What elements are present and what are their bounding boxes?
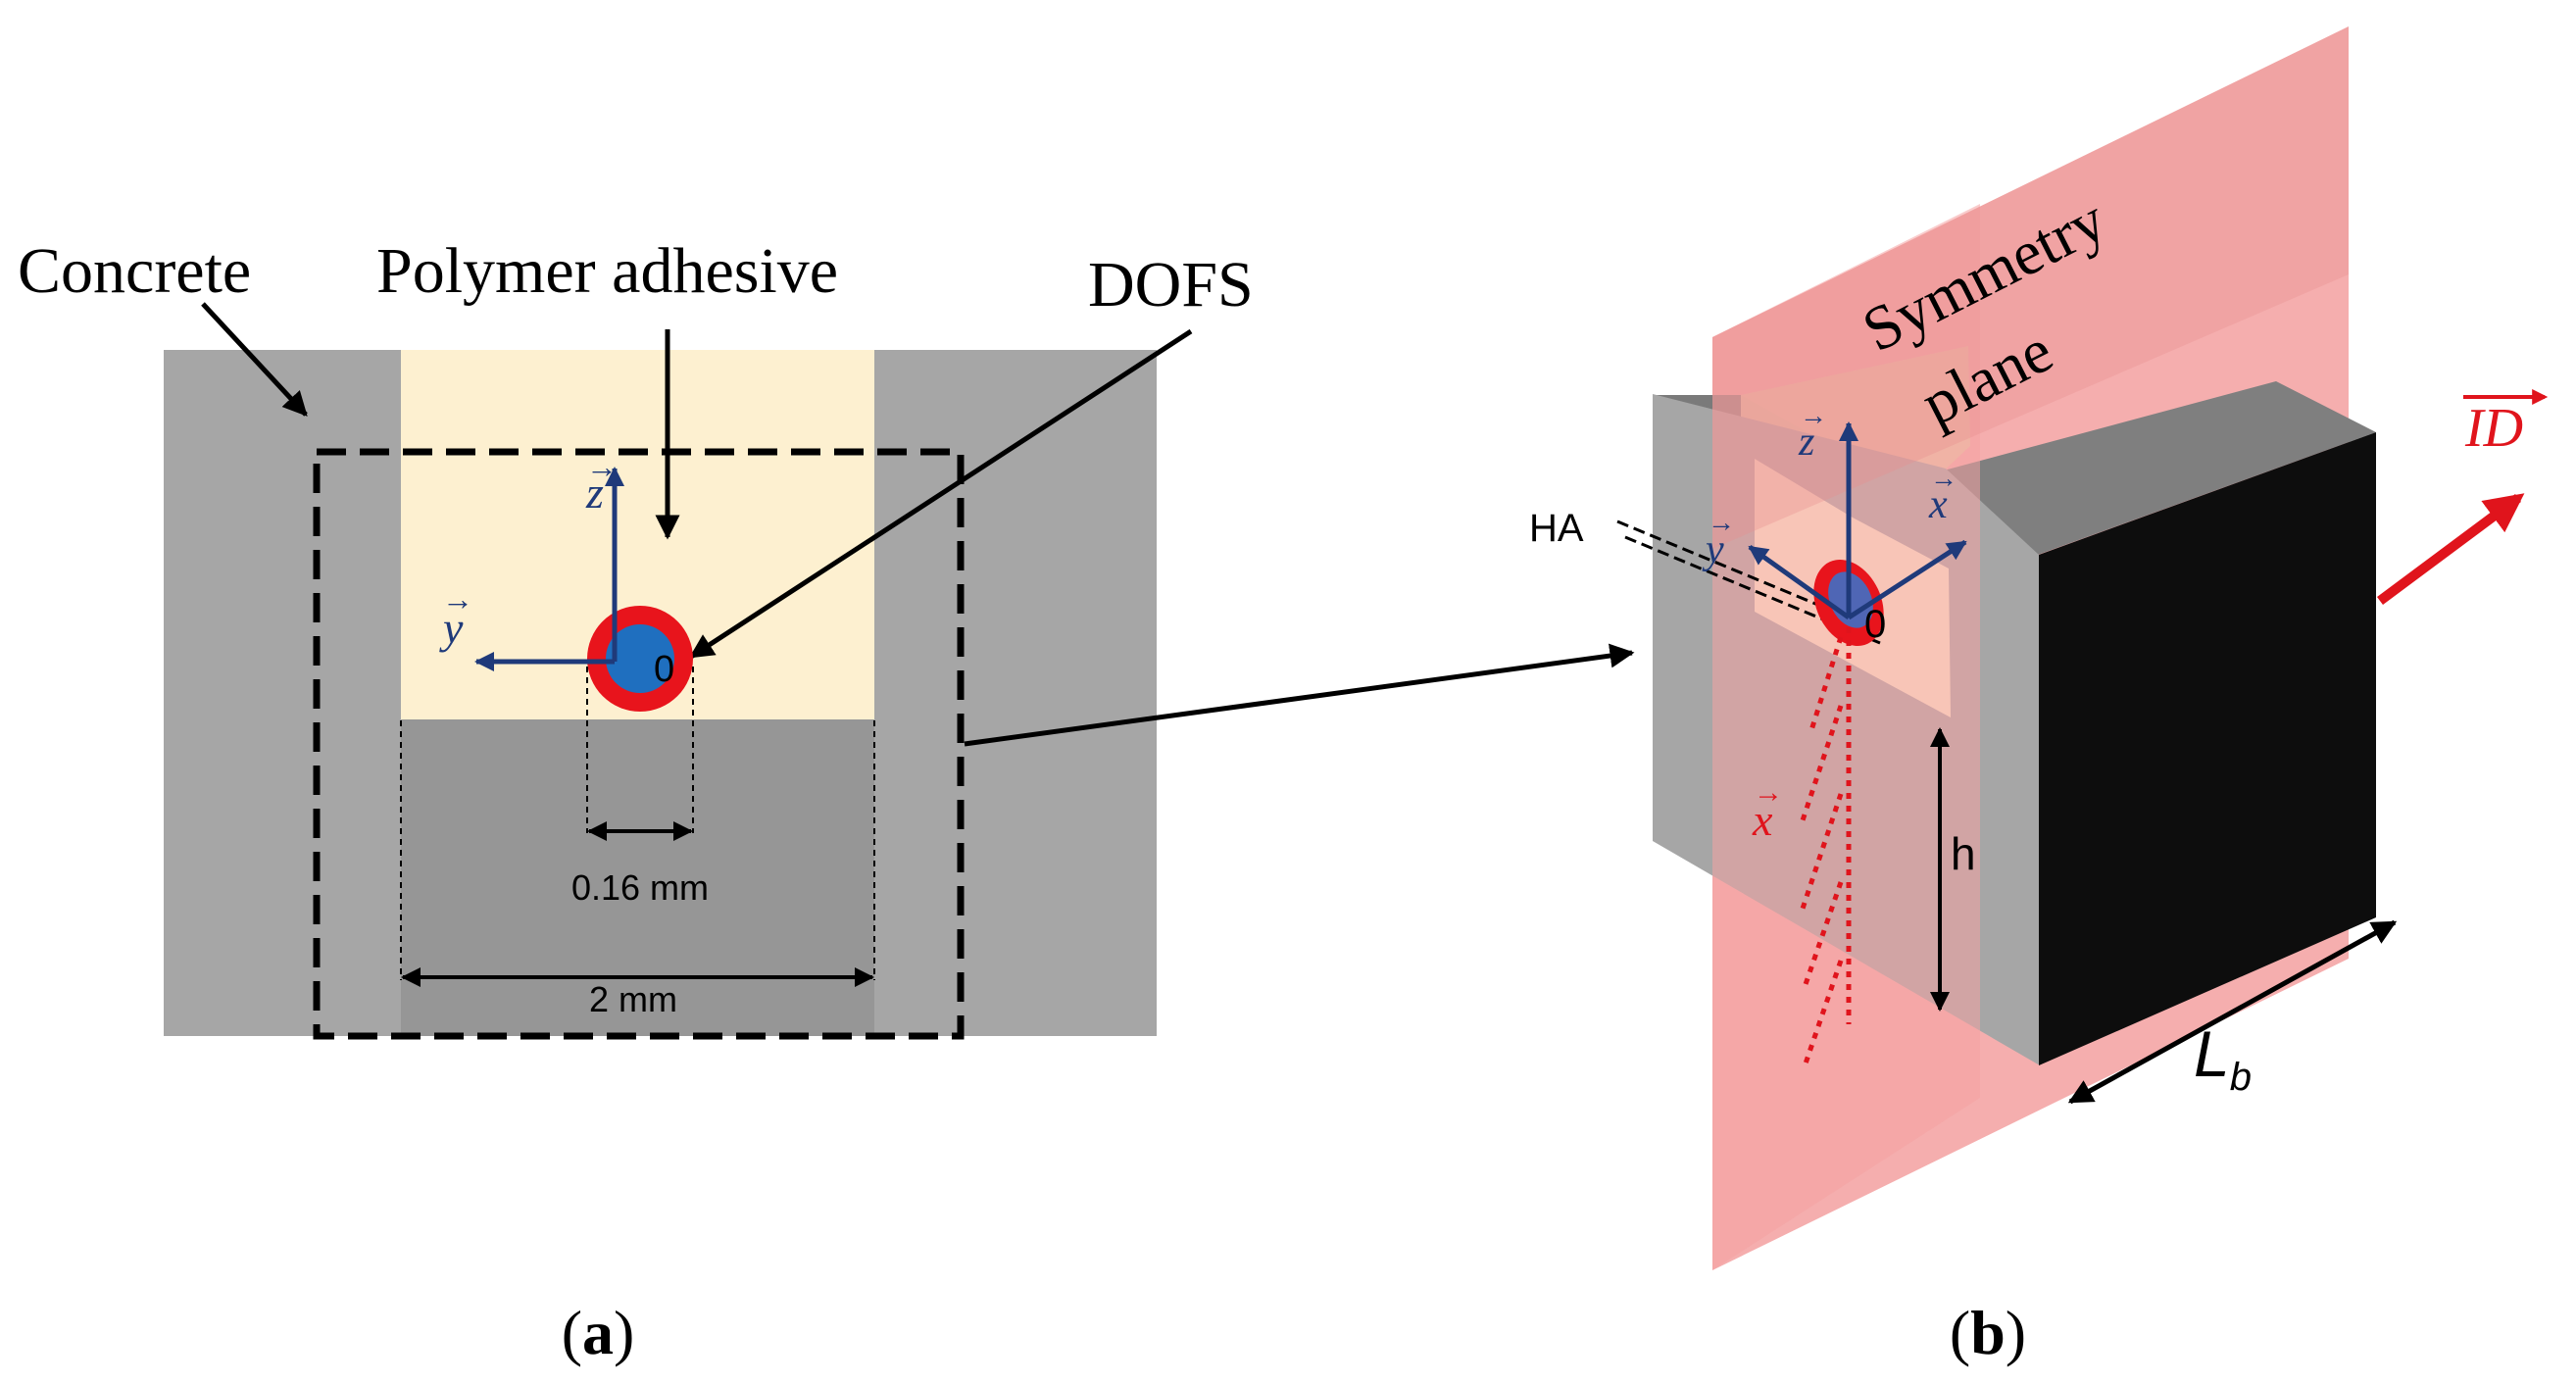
x-axis-arrow-3d bbox=[1847, 539, 1967, 620]
lb-label-subscript: b bbox=[2230, 1056, 2252, 1099]
fiber-diameter-label: 0.16 mm bbox=[571, 867, 709, 908]
z-axis-label: z bbox=[585, 468, 604, 518]
id-label: ID bbox=[2464, 398, 2523, 459]
symmetry-plane-top-overlay bbox=[1712, 26, 2349, 549]
y-axis-vector-mark-3d: → bbox=[1708, 508, 1735, 538]
symmetry-plane-front-overlay bbox=[1712, 204, 1980, 1270]
zoom-connector-arrow bbox=[964, 643, 1635, 747]
ha-label: HA bbox=[1529, 507, 1584, 550]
y-axis-vector-mark: → bbox=[442, 581, 473, 617]
origin-label: 0 bbox=[654, 649, 674, 690]
h-label: h bbox=[1951, 828, 1976, 879]
id-direction-arrow bbox=[2377, 493, 2525, 606]
y-axis-label-3d: y bbox=[1702, 527, 1724, 572]
lb-label: Lb bbox=[2194, 1017, 2252, 1099]
z-axis-vector-mark: → bbox=[586, 449, 618, 484]
red-x-axis-vector-mark: → bbox=[1754, 776, 1783, 809]
dofs-label: DOFS bbox=[1088, 249, 1254, 321]
z-axis-label-3d: z bbox=[1798, 420, 1814, 465]
block-top-right-concrete bbox=[1944, 381, 2376, 555]
groove-width-label: 2 mm bbox=[589, 979, 677, 1019]
fiber-core bbox=[606, 624, 674, 693]
red-x-axis-label: x bbox=[1752, 795, 1773, 845]
x-axis-vector-mark-3d: → bbox=[1930, 464, 1957, 494]
panel-a: z → y → 0 0.16 mm 2 mm Concrete Polymer … bbox=[18, 235, 1254, 1040]
lb-label-main: L bbox=[2194, 1017, 2230, 1090]
dofs-pointer-arrow bbox=[688, 328, 1193, 660]
concrete-label: Concrete bbox=[18, 235, 251, 307]
y-axis-label: y bbox=[439, 603, 464, 653]
y-axis-arrow-3d bbox=[1748, 544, 1851, 620]
concrete-pointer-arrow bbox=[201, 302, 308, 417]
caption-a: (a) bbox=[562, 1298, 635, 1367]
caption-b: (b) bbox=[1950, 1298, 2026, 1367]
zoom-region-box bbox=[313, 448, 965, 1040]
block-side-face bbox=[2039, 432, 2376, 1065]
z-axis-vector-mark-3d: → bbox=[1800, 401, 1827, 431]
origin-label-3d: 0 bbox=[1864, 603, 1886, 646]
caption-b-letter: b bbox=[1970, 1298, 2006, 1367]
red-dotted-hatch bbox=[1799, 636, 1844, 1064]
panel-b: Symmetry plane HA z → y → x → 0 x → bbox=[1529, 26, 2549, 1270]
lb-dimension-arrow bbox=[2067, 919, 2398, 1105]
polymer-adhesive-label: Polymer adhesive bbox=[376, 235, 838, 307]
caption-a-letter: a bbox=[582, 1298, 614, 1367]
x-axis-label-3d: x bbox=[1928, 482, 1948, 527]
